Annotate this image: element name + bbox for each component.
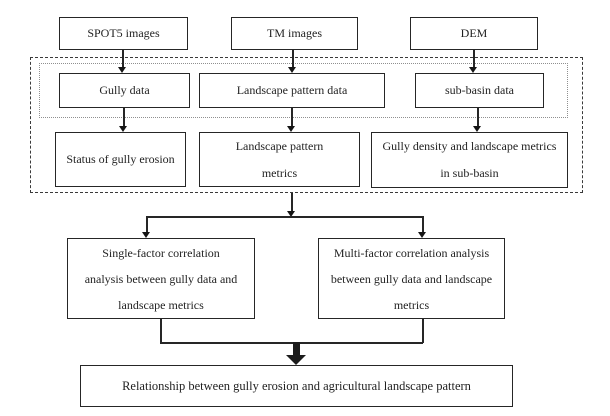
connector-spot5-to-gully-data [122,50,124,67]
thick-arrow-head-icon [286,355,306,365]
connector-tm-to-landscape-pattern-data [292,50,294,67]
arrowhead-group-to-split [287,211,295,217]
arrowhead-spot5-to-gully-data [118,67,126,73]
split-bar [146,216,423,218]
connector-multi-factor-to-merge [422,319,424,343]
arrowhead-split-to-multi-factor [418,232,426,238]
box-multi-factor-analysis: Multi-factor correlation analysis betwee… [318,238,505,319]
arrowhead-tm-to-landscape-pattern-data [288,67,296,73]
box-landscape-pattern-data: Landscape pattern data [199,73,385,108]
connector-split-to-single-factor [146,216,148,232]
arrowhead-gully-data-to-status [119,126,127,132]
box-gully-density-landscape-metrics: Gully density and landscape metrics in s… [371,132,568,188]
connector-sub-basin-to-gully-density [477,108,479,126]
box-tm-images: TM images [231,17,358,50]
box-relationship-result: Relationship between gully erosion and a… [80,365,513,407]
arrowhead-dem-to-sub-basin-data [469,67,477,73]
connector-dem-to-sub-basin-data [473,50,475,67]
box-spot5-images: SPOT5 images [59,17,188,50]
thick-arrow-shaft [293,342,300,357]
box-single-factor-analysis: Single-factor correlation analysis betwe… [67,238,255,319]
arrowhead-lpd-to-lpm [287,126,295,132]
arrowhead-split-to-single-factor [142,232,150,238]
connector-lpd-to-lpm [291,108,293,126]
box-sub-basin-data: sub-basin data [415,73,544,108]
connector-group-to-split [291,193,293,211]
dashed-group-frame [30,57,583,193]
box-status-of-gully-erosion: Status of gully erosion [55,132,186,187]
connector-gully-data-to-status [123,108,125,126]
connector-single-factor-to-merge [160,319,162,343]
box-gully-data: Gully data [59,73,190,108]
box-dem: DEM [410,17,538,50]
connector-split-to-multi-factor [422,216,424,232]
box-landscape-pattern-metrics: Landscape pattern metrics [199,132,360,187]
dotted-group-frame [39,63,568,118]
merge-bar [160,342,423,344]
arrowhead-sub-basin-to-gully-density [473,126,481,132]
